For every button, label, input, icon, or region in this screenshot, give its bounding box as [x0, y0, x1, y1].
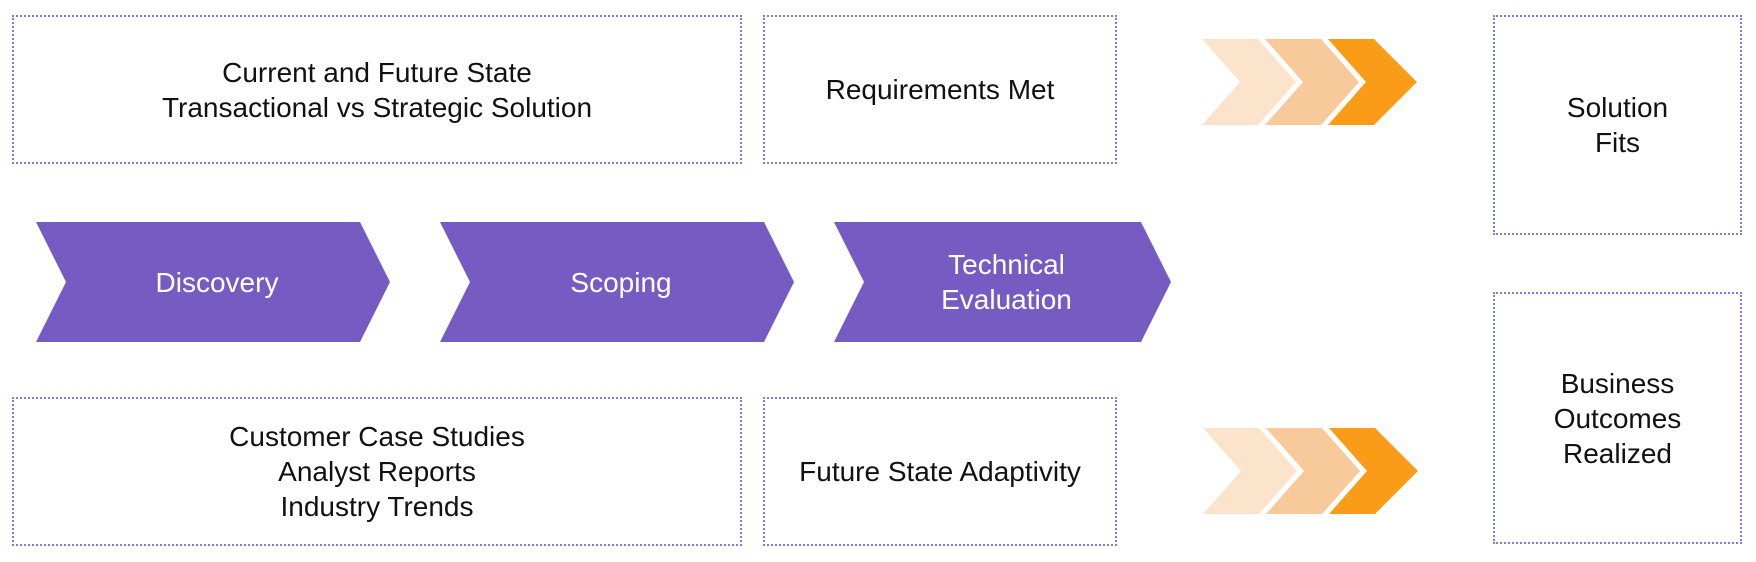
box-line: Transactional vs Strategic Solution — [161, 91, 593, 123]
stage-arrow-shape — [36, 222, 390, 342]
box-line: Fits — [1594, 127, 1641, 158]
stage-arrow-shape — [834, 222, 1171, 342]
top-chevron-arrows-icon — [1202, 39, 1417, 125]
customer-evidence-box: Customer Case Studies Analyst Reports In… — [12, 397, 742, 546]
future-state-adaptivity-box: Future State Adaptivity — [763, 397, 1117, 546]
box-line: Outcomes — [1553, 402, 1682, 434]
stage-label: Technical — [948, 249, 1065, 280]
box-line: Business — [1560, 367, 1675, 399]
business-outcomes-box: Business Outcomes Realized — [1493, 292, 1742, 544]
stage-discovery: Discovery — [36, 222, 390, 342]
solution-fits-box: Solution Fits — [1493, 15, 1742, 235]
stage-label: Scoping — [570, 266, 672, 298]
box-line: Requirements Met — [825, 74, 1055, 105]
chevron-strong-icon — [1328, 39, 1417, 125]
box-line: Analyst Reports — [278, 456, 476, 487]
box-line: Solution — [1566, 92, 1669, 123]
requirements-met-box: Requirements Met — [763, 15, 1117, 164]
chevron-mid-icon — [1265, 39, 1359, 125]
chevron-light-icon — [1203, 428, 1297, 514]
stage-arrow-shape — [440, 222, 794, 342]
box-line: Future State Adaptivity — [799, 456, 1081, 487]
chevron-mid-icon — [1266, 428, 1360, 514]
box-line: Realized — [1563, 437, 1672, 469]
chevron-strong-icon — [1329, 428, 1418, 514]
box-line: Industry Trends — [280, 491, 474, 522]
stage-technical-evaluation: Technical Evaluation — [834, 222, 1171, 342]
box-line: Customer Case Studies — [229, 421, 525, 452]
stage-label: Discovery — [155, 266, 279, 298]
box-line: Current and Future State — [222, 56, 532, 88]
stage-scoping: Scoping — [440, 222, 794, 342]
chevron-light-icon — [1202, 39, 1296, 125]
bottom-chevron-arrows-icon — [1203, 428, 1418, 514]
current-future-state-box: Current and Future State Transactional v… — [12, 15, 742, 164]
stage-label: Evaluation — [941, 284, 1072, 315]
